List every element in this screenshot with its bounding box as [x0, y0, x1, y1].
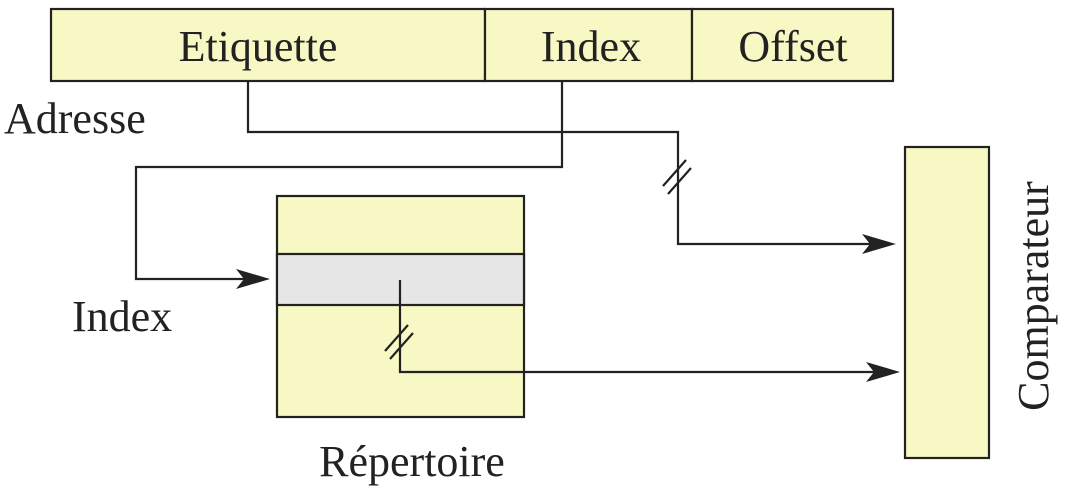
address-field-offset-label: Offset: [738, 22, 847, 71]
index-input-label: Index: [72, 292, 172, 341]
directory-bus-width-tick-2: [389, 332, 414, 360]
directory-bus-width-tick-1: [384, 324, 409, 352]
tag-bus-width-tick-2: [667, 167, 692, 195]
comparator-box: [903, 145, 991, 460]
address-label: Adresse: [4, 94, 146, 143]
address-field-index-label: Index: [541, 22, 641, 71]
index-wire-arrowhead: [236, 269, 270, 289]
directory-wire-arrowhead: [866, 362, 900, 382]
comparator-label: Comparateur: [1009, 181, 1058, 411]
tag-to-comparator-wire: [246, 81, 870, 246]
address-field-tag-box: [49, 7, 487, 83]
address-field-offset-box: [690, 7, 895, 83]
index-to-directory-wire: [134, 81, 564, 281]
tag-wire-arrowhead: [862, 234, 896, 254]
address-field-index-box: [483, 7, 694, 83]
directory-to-comparator-wire: [398, 280, 874, 374]
directory-label: Répertoire: [319, 437, 505, 486]
address-register: Etiquette Index Offset: [49, 7, 895, 83]
address-field-tag-label: Etiquette: [179, 22, 338, 71]
tag-bus-width-tick-1: [662, 159, 687, 187]
